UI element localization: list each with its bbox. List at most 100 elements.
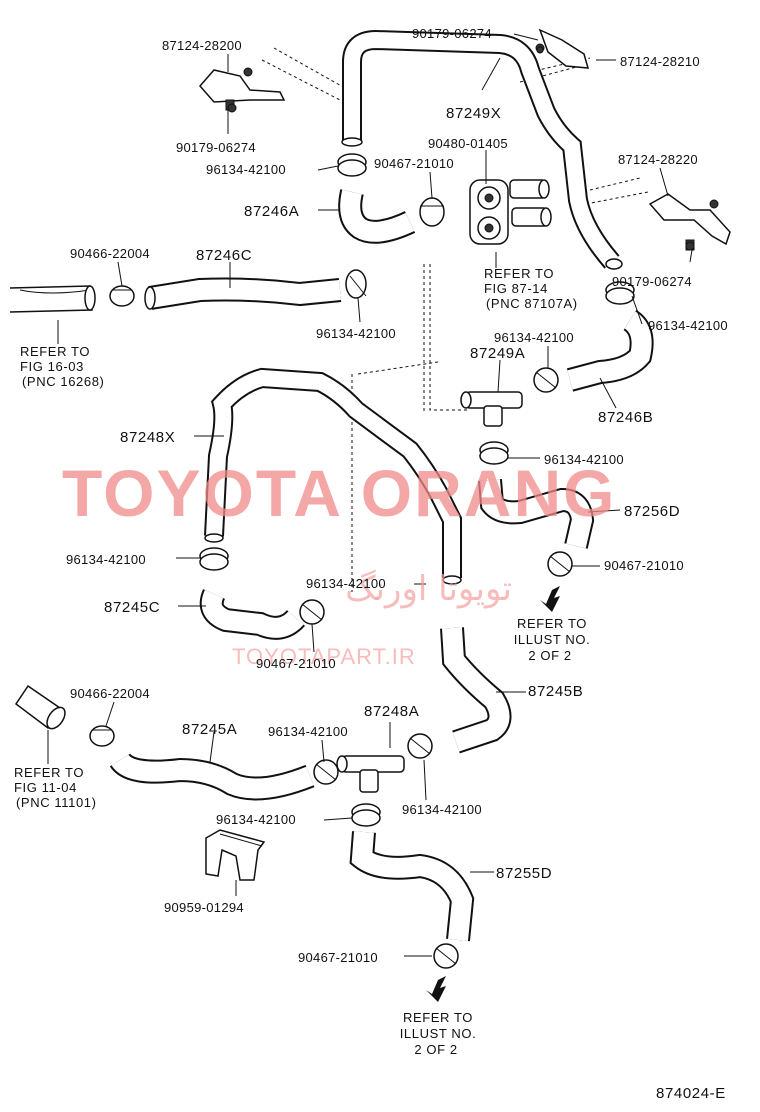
part-label-90467-21010-a: 90467-21010: [374, 156, 454, 171]
hose-87245a: [109, 752, 315, 801]
ref-fig-87-14: REFER TO FIG 87-14 (PNC 87107A): [484, 266, 578, 311]
hose-clamps: [89, 153, 635, 969]
clamp-90467-a: [419, 197, 445, 227]
svg-text:REFER TO: REFER TO: [14, 765, 84, 780]
pipes: [9, 179, 552, 730]
svg-text:2 OF 2: 2 OF 2: [528, 648, 571, 663]
hose-87255d: [349, 831, 475, 942]
svg-text:REFER TO: REFER TO: [517, 616, 587, 631]
svg-text:FIG 11-04: FIG 11-04: [14, 780, 77, 795]
part-label-90480-01405: 90480-01405: [428, 136, 508, 151]
watermark-brand: TOYOTA ORANG: [62, 456, 616, 530]
part-label-90466-22004-b: 90466-22004: [70, 686, 150, 701]
bracket-87124-28210: [535, 28, 590, 69]
clip-90959-01294: [205, 829, 266, 881]
part-label-96134-42100-c: 96134-42100: [494, 330, 574, 345]
clamp-96134-j: [351, 803, 381, 827]
ref-fig-11-04: REFER TO FIG 11-04 (PNC 11101): [14, 765, 97, 810]
svg-text:REFER TO: REFER TO: [20, 344, 90, 359]
clamp-96134-e: [479, 441, 509, 465]
clamp-96134-c: [533, 367, 559, 393]
part-label-87246b: 87246B: [598, 409, 653, 426]
ref-fig-16-03: REFER TO FIG 16-03 (PNC 16268): [20, 344, 104, 389]
part-label-96134-42100-a: 96134-42100: [206, 162, 286, 177]
part-label-87249a: 87249A: [470, 345, 525, 362]
part-label-96134-42100-b: 96134-42100: [316, 326, 396, 341]
ref-illust-2-of-2-lower: REFER TO ILLUST NO. 2 OF 2: [400, 1010, 477, 1057]
hose-87246b: [566, 309, 654, 392]
t-joint-87248a: [336, 755, 405, 793]
svg-text:REFER TO: REFER TO: [403, 1010, 473, 1025]
svg-text:REFER TO: REFER TO: [484, 266, 554, 281]
hose-87248x: [204, 367, 462, 585]
watermark-persian: تویوتا اورنگ: [345, 569, 512, 609]
svg-text:FIG 16-03: FIG 16-03: [20, 359, 84, 374]
clamp-96134-right: [605, 281, 635, 305]
part-label-87245c: 87245C: [104, 599, 160, 616]
watermark-url: TOYOTAPART.IR: [232, 644, 416, 669]
clamp-96134-i: [407, 733, 433, 759]
part-label-87124-28200: 87124-28200: [162, 38, 242, 53]
svg-text:FIG 87-14: FIG 87-14: [484, 281, 548, 296]
part-label-96134-42100-j: 96134-42100: [216, 812, 296, 827]
part-label-87124-28220: 87124-28220: [618, 152, 698, 167]
grommet-90480-01405: [469, 179, 509, 245]
hose-87245b: [440, 627, 512, 754]
part-label-90467-21010-c: 90467-21010: [256, 656, 336, 671]
part-label-90467-21010-b: 90467-21010: [604, 558, 684, 573]
clamp-90467-c: [299, 599, 325, 625]
clamp-90467-b: [547, 551, 573, 577]
clamp-96134-f: [199, 547, 229, 571]
svg-text:(PNC 87107A): (PNC 87107A): [486, 296, 578, 311]
part-label-87246c: 87246C: [196, 247, 252, 264]
part-label-96134-42100-e: 96134-42100: [544, 452, 624, 467]
bolts: [227, 46, 695, 251]
part-label-90467-21010-d: 90467-21010: [298, 950, 378, 965]
clamp-96134-b: [345, 269, 367, 299]
part-label-87256d: 87256D: [624, 503, 680, 520]
bracket-87124-28200: [199, 67, 286, 111]
part-label-87249x: 87249X: [446, 105, 501, 122]
svg-text:(PNC 11101): (PNC 11101): [16, 795, 97, 810]
hose-87256d: [478, 479, 595, 549]
part-label-96134-42100-g: 96134-42100: [306, 576, 386, 591]
part-label-90179-06274-right: 90179-06274: [612, 274, 692, 289]
ref-illust-2-of-2-upper: REFER TO ILLUST NO. 2 OF 2: [514, 616, 591, 663]
svg-text:ILLUST NO.: ILLUST NO.: [514, 632, 591, 647]
illustration-code: 874024-E: [656, 1085, 726, 1102]
svg-text:ILLUST NO.: ILLUST NO.: [400, 1026, 477, 1041]
part-label-87255d: 87255D: [496, 865, 552, 882]
part-label-96134-42100-f: 96134-42100: [66, 552, 146, 567]
svg-text:2 OF 2: 2 OF 2: [414, 1042, 457, 1057]
watermark: TOYOTA ORANG تویوتا اورنگ TOYOTAPART.IR: [62, 456, 616, 669]
svg-text:(PNC 16268): (PNC 16268): [22, 374, 104, 389]
part-label-96134-42100-i: 96134-42100: [402, 802, 482, 817]
part-label-90959-01294: 90959-01294: [164, 900, 244, 915]
part-label-87246a: 87246A: [244, 203, 299, 220]
reference-notes: REFER TO FIG 87-14 (PNC 87107A) REFER TO…: [14, 266, 590, 1057]
part-label-96134-42100-right: 96134-42100: [648, 318, 728, 333]
part-label-87248a: 87248A: [364, 703, 419, 720]
clamp-90466-a: [109, 285, 135, 307]
part-label-87245a: 87245A: [182, 721, 237, 738]
hoses: [109, 29, 654, 942]
clamp-96134-h: [313, 759, 339, 785]
leader-lines: [47, 33, 693, 957]
hose-87246c: [144, 277, 342, 310]
clamp-96134-a: [337, 153, 367, 177]
part-label-87245b: 87245B: [528, 683, 583, 700]
part-label-90179-06274-top: 90179-06274: [412, 26, 492, 41]
part-label-90466-22004-a: 90466-22004: [70, 246, 150, 261]
clamp-90466-b: [89, 725, 115, 747]
part-label-90179-06274-left: 90179-06274: [176, 140, 256, 155]
hose-87246a: [338, 189, 416, 244]
hose-87245c: [199, 589, 306, 640]
part-label-87248x: 87248X: [120, 429, 175, 446]
hose-87249x: [341, 29, 623, 270]
t-joint-87249a: [460, 391, 523, 427]
part-labels: 87124-28200 90179-06274 90179-06274 8712…: [66, 26, 728, 965]
clamp-90467-d: [433, 943, 459, 969]
part-label-96134-42100-h: 96134-42100: [268, 724, 348, 739]
